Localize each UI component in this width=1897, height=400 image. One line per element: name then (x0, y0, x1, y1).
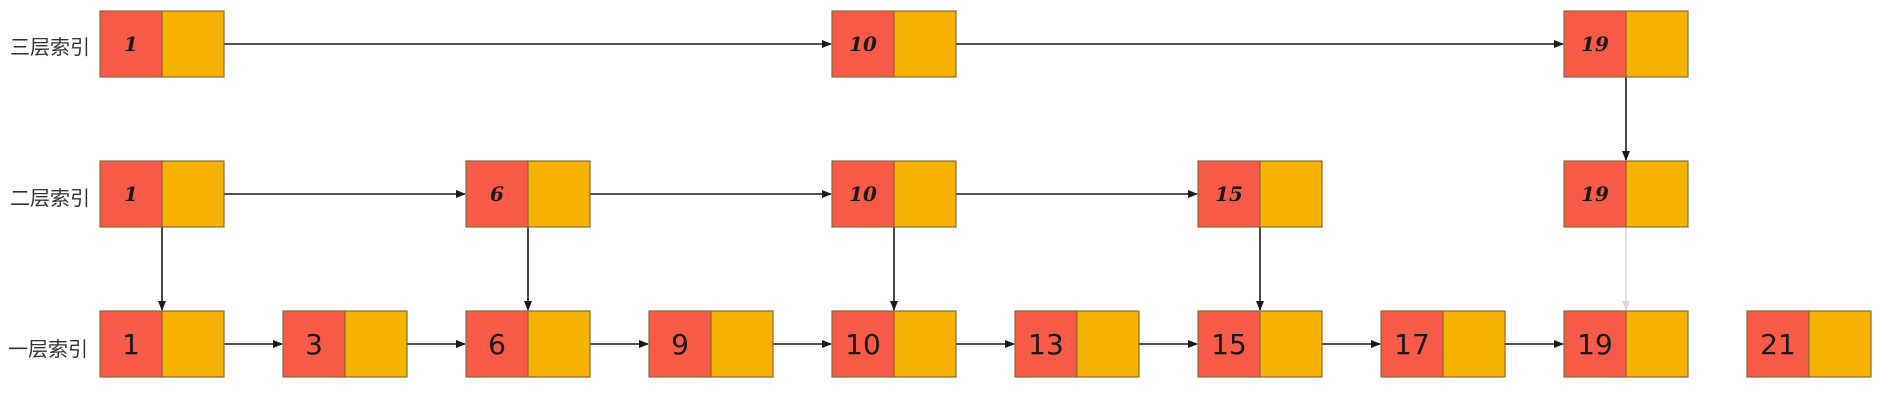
level-1-node-19: 19 (1563, 310, 1689, 378)
arrows-layer (158, 40, 1630, 348)
node-pointer-cell (161, 310, 225, 378)
level-2-node-10: 10 (831, 160, 957, 228)
level-2-node-15: 15 (1197, 160, 1323, 228)
level-1-node-21: 21 (1746, 310, 1872, 378)
level-1-node-3: 3 (282, 310, 408, 378)
node-key-label: 13 (1028, 328, 1064, 361)
node-pointer-cell (710, 310, 774, 378)
level-1-node-13: 13 (1014, 310, 1140, 378)
node-key-label: 3 (305, 328, 323, 361)
node-key-cell (1563, 10, 1627, 78)
node-pointer-cell (161, 10, 225, 78)
node-key-label: 6 (488, 328, 506, 361)
node-key-label: 19 (1577, 328, 1613, 361)
level-3-label: 三层索引 (10, 35, 90, 59)
node-key-cell (465, 160, 529, 228)
node-key-label: 6 (490, 182, 504, 206)
node-key-cell (831, 310, 895, 378)
node-pointer-cell (1259, 160, 1323, 228)
node-key-cell (1197, 160, 1261, 228)
node-key-cell (1746, 310, 1810, 378)
node-key-label: 10 (845, 328, 881, 361)
node-pointer-cell (1625, 310, 1689, 378)
node-pointer-cell (1625, 160, 1689, 228)
node-pointer-cell (1442, 310, 1506, 378)
node-key-cell (282, 310, 346, 378)
node-pointer-cell (527, 160, 591, 228)
level-1-node-1: 1 (99, 310, 225, 378)
level-3-node-19: 19 (1563, 10, 1689, 78)
level-1-node-10: 10 (831, 310, 957, 378)
level-3-node-1: 1 (99, 10, 225, 78)
level-1-node-6: 6 (465, 310, 591, 378)
node-key-label: 10 (849, 182, 877, 206)
node-key-cell (99, 10, 163, 78)
node-key-label: 19 (1581, 32, 1609, 56)
node-key-cell (831, 10, 895, 78)
node-pointer-cell (893, 10, 957, 78)
node-pointer-cell (893, 160, 957, 228)
node-key-label: 15 (1211, 328, 1247, 361)
level-2-node-1: 1 (99, 160, 225, 228)
node-key-label: 9 (671, 328, 689, 361)
node-key-cell (1380, 310, 1444, 378)
node-key-label: 1 (124, 32, 138, 56)
node-pointer-cell (1808, 310, 1872, 378)
level-2-label: 二层索引 (10, 186, 90, 210)
node-key-cell (1563, 310, 1627, 378)
node-key-label: 1 (122, 328, 140, 361)
node-key-cell (648, 310, 712, 378)
level-1-node-15: 15 (1197, 310, 1323, 378)
node-key-label: 15 (1215, 182, 1243, 206)
node-pointer-cell (161, 160, 225, 228)
node-key-label: 1 (124, 182, 138, 206)
level-2-node-19: 19 (1563, 160, 1689, 228)
node-pointer-cell (527, 310, 591, 378)
level-3-node-10: 10 (831, 10, 957, 78)
level-2-node-6: 6 (465, 160, 591, 228)
node-key-label: 10 (849, 32, 877, 56)
level-1-node-17: 17 (1380, 310, 1506, 378)
level-1-node-9: 9 (648, 310, 774, 378)
node-key-label: 19 (1581, 182, 1609, 206)
node-key-label: 17 (1394, 328, 1430, 361)
node-pointer-cell (1076, 310, 1140, 378)
node-key-cell (1014, 310, 1078, 378)
node-key-cell (1563, 160, 1627, 228)
node-pointer-cell (1259, 310, 1323, 378)
level-1-label: 一层索引 (8, 337, 88, 361)
node-key-cell (1197, 310, 1261, 378)
node-key-label: 21 (1760, 328, 1796, 361)
node-pointer-cell (1625, 10, 1689, 78)
node-pointer-cell (344, 310, 408, 378)
node-pointer-cell (893, 310, 957, 378)
